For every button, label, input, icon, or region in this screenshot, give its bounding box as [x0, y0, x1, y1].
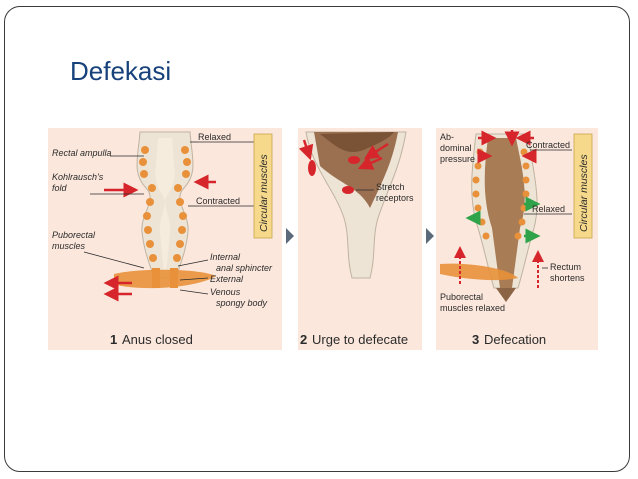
label-venous-2: spongy body	[216, 298, 268, 308]
label-puborectal-2: muscles	[52, 241, 86, 251]
panel-2-arrow-3	[357, 155, 383, 170]
label-internal-2: anal sphincter	[216, 263, 273, 273]
panel-1-rectum	[114, 131, 216, 289]
panel-separator-arrow-1	[286, 228, 294, 244]
label-rectum-shortens-1: Rectum	[550, 262, 581, 272]
label-abdominal-3: pressure	[440, 154, 475, 164]
label-abdominal-1: Ab-	[440, 132, 454, 142]
panel-2-caption: Urge to defecate	[312, 332, 408, 347]
label-venous-1: Venous	[210, 287, 241, 297]
label-relaxed-1: Relaxed	[198, 132, 231, 142]
panel-1-circular-muscles-bar	[253, 133, 273, 239]
panel-1-number: 1	[110, 332, 117, 347]
label-puborectal-relaxed-2: muscles relaxed	[440, 303, 505, 313]
panel-3-circular-muscles-bar	[573, 133, 593, 239]
label-stretch-1: Stretch	[376, 182, 405, 192]
label-contracted-3: Contracted	[526, 140, 570, 150]
label-internal-1: Internal	[210, 252, 241, 262]
panel-3-caption: Defecation	[484, 332, 546, 347]
label-relaxed-3: Relaxed	[532, 204, 565, 214]
label-puborectal-relaxed-1: Puborectal	[440, 292, 483, 302]
panel-3-rectum	[440, 133, 538, 302]
label-rectum-shortens-2: shortens	[550, 273, 585, 283]
label-stretch-2: receptors	[376, 193, 414, 203]
label-contracted-1: Contracted	[196, 196, 240, 206]
panel-2-stretch-receptors	[308, 156, 360, 194]
defecation-figure: Circular muscles Rectal ampulla Kohlraus…	[48, 128, 598, 350]
label-puborectal-1: Puborectal	[52, 230, 96, 240]
panel-2-arrow-1	[298, 139, 314, 161]
panel-1-circular-muscles-label: Circular muscles	[258, 154, 270, 232]
figure-svg: Circular muscles Rectal ampulla Kohlraus…	[48, 128, 598, 350]
slide-title: Defekasi	[70, 56, 172, 86]
label-external: External	[210, 274, 244, 284]
panel-3-number: 3	[472, 332, 479, 347]
panel-2-arrow-2	[363, 142, 389, 160]
panel-2-number: 2	[300, 332, 307, 347]
label-kohlrausch-1: Kohlrausch's	[52, 172, 104, 182]
panel-1-caption: Anus closed	[122, 332, 193, 347]
panel-3-circular-muscles-label: Circular muscles	[578, 154, 590, 232]
panel-separator-arrow-2	[426, 228, 434, 244]
label-rectal-ampulla: Rectal ampulla	[52, 148, 112, 158]
label-abdominal-2: dominal	[440, 143, 472, 153]
label-kohlrausch-2: fold	[52, 183, 68, 193]
